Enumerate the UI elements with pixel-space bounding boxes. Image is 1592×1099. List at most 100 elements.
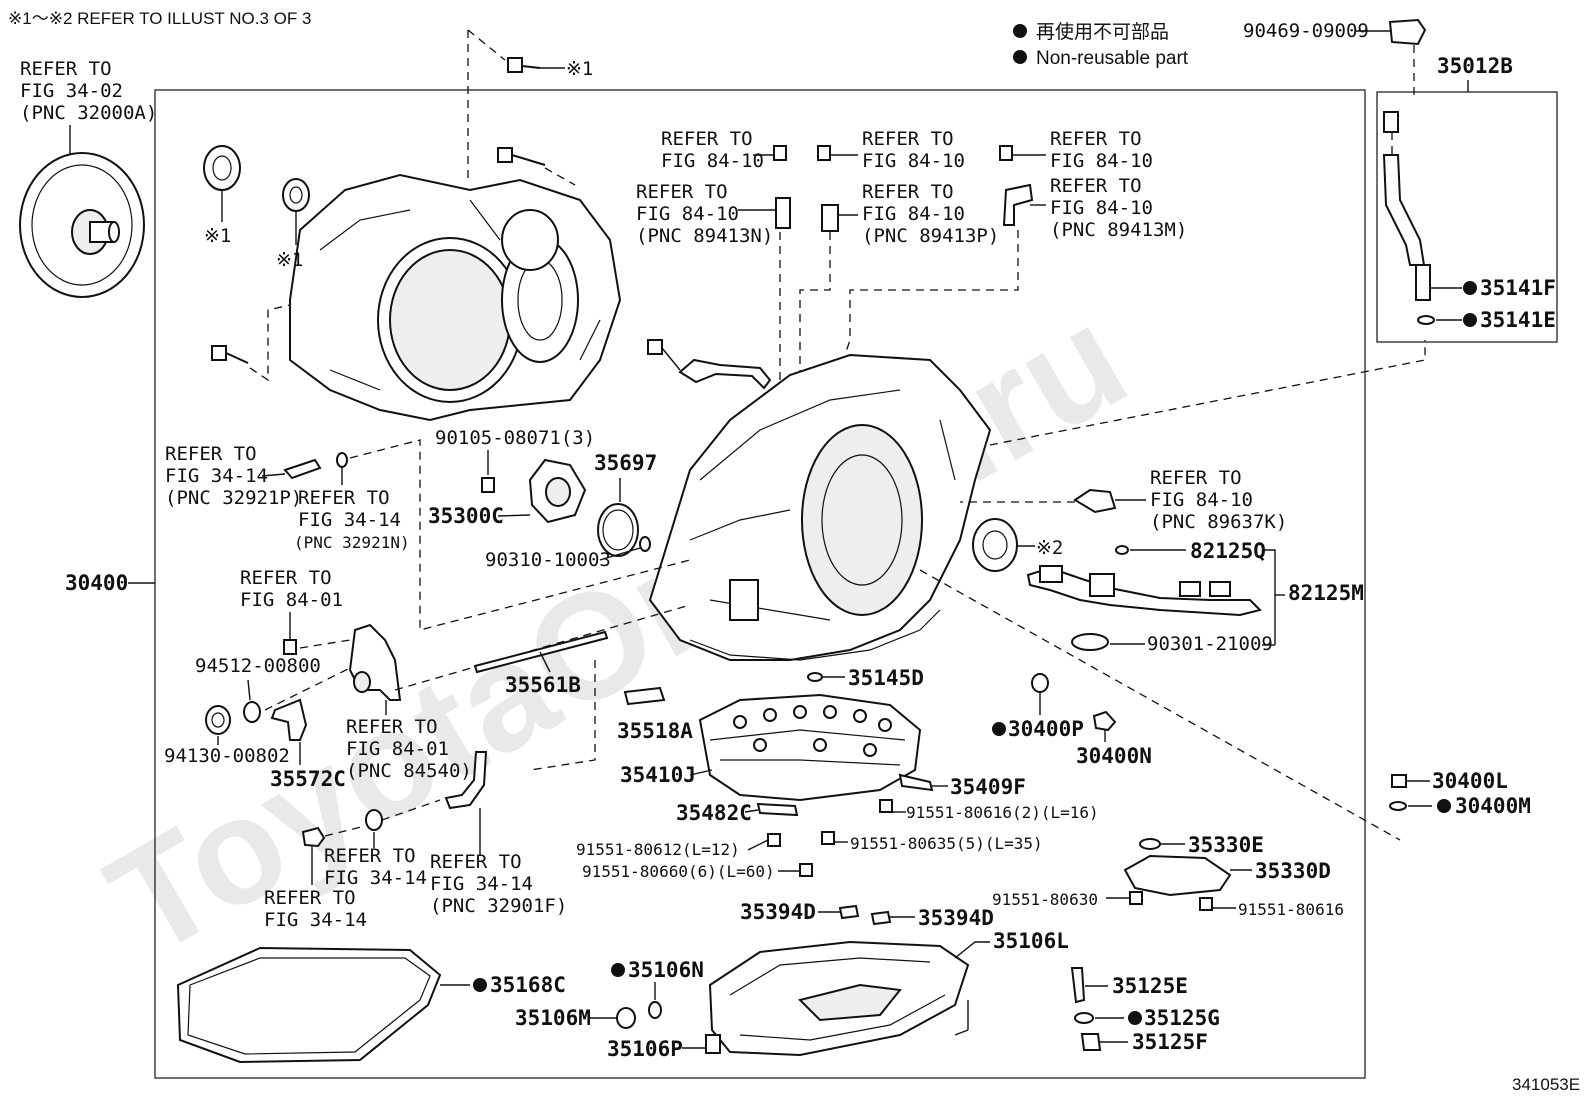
mark1-a: ※1	[204, 225, 231, 247]
svg-text:REFER TO: REFER TO	[346, 716, 438, 738]
svg-text:30400L: 30400L	[1432, 769, 1508, 793]
svg-text:91551-80616(2)(L=16): 91551-80616(2)(L=16)	[906, 803, 1099, 822]
non-reusable-dot-icon	[1013, 50, 1027, 64]
label-94130: 94130-00802	[164, 745, 290, 767]
svg-text:35106M: 35106M	[515, 1006, 591, 1030]
svg-text:REFER TO: REFER TO	[264, 887, 356, 909]
svg-text:REFER TO: REFER TO	[1050, 175, 1142, 197]
ref-3414a: REFER TO FIG 34-14	[324, 845, 427, 889]
svg-text:FIG 34-14: FIG 34-14	[430, 873, 533, 895]
svg-text:94512-00800: 94512-00800	[195, 655, 321, 677]
svg-text:30400M: 30400M	[1455, 794, 1531, 818]
converter-housing	[289, 173, 622, 422]
gasket-35141E	[1417, 315, 1435, 325]
label-30400P: 30400P	[1008, 717, 1084, 741]
svg-text:35125F: 35125F	[1132, 1030, 1208, 1054]
svg-text:35394D: 35394D	[918, 906, 994, 930]
svg-text:90469-09009: 90469-09009	[1243, 20, 1369, 42]
svg-text:REFER TO: REFER TO	[862, 181, 954, 203]
header-note: ※1～※2 REFER TO ILLUST NO.3 OF 3	[8, 9, 311, 28]
label-35482C: 35482C	[676, 801, 752, 825]
svg-text:FIG 84-01: FIG 84-01	[240, 589, 343, 611]
svg-text:(PNC 32901F): (PNC 32901F)	[430, 895, 567, 917]
svg-text:FIG 34-14: FIG 34-14	[324, 867, 427, 889]
svg-text:90310-10003: 90310-10003	[485, 549, 611, 571]
label-35300C: 35300C	[428, 504, 504, 528]
ref-8401a: REFER TO FIG 84-01	[240, 567, 343, 611]
label-35145D: 35145D	[848, 666, 924, 690]
label-91551-80612: 91551-80612(L=12)	[576, 840, 740, 859]
svg-text:(PNC 89413M): (PNC 89413M)	[1050, 219, 1187, 241]
svg-text:REFER TO: REFER TO	[324, 845, 416, 867]
label-35409F: 35409F	[950, 775, 1026, 799]
svg-text:35141F: 35141F	[1480, 276, 1556, 300]
label-35394D-a: 35394D	[740, 900, 816, 924]
mark1-top: ※1	[566, 58, 593, 80]
svg-text:91551-80616: 91551-80616	[1238, 900, 1344, 919]
ref-89637K: REFER TO FIG 84-10 (PNC 89637K)	[1150, 467, 1287, 533]
svg-text:82125M: 82125M	[1288, 581, 1364, 605]
svg-text:REFER TO: REFER TO	[165, 443, 257, 465]
svg-text:82125Q: 82125Q	[1190, 539, 1266, 563]
svg-text:FIG 34-02: FIG 34-02	[20, 80, 123, 102]
svg-text:REFER TO: REFER TO	[1150, 467, 1242, 489]
svg-text:REFER TO: REFER TO	[298, 487, 390, 509]
hose-35012B	[1382, 111, 1431, 301]
label-35697: 35697	[594, 451, 657, 475]
label-35141F: 35141F	[1480, 276, 1556, 300]
svg-text:91551-80612(L=12): 91551-80612(L=12)	[576, 840, 740, 859]
label-90469: 90469-09009	[1243, 20, 1369, 42]
label-35572C: 35572C	[270, 767, 346, 791]
svg-text:30400P: 30400P	[1008, 717, 1084, 741]
gasket-35168C	[176, 946, 442, 1064]
oil-seal-2	[972, 518, 1018, 572]
svg-text:35300C: 35300C	[428, 504, 504, 528]
valve-body-35410J	[698, 693, 922, 802]
svg-text:35125G: 35125G	[1144, 1006, 1220, 1030]
plug-30400N	[1092, 710, 1117, 732]
label-30400N: 30400N	[1076, 744, 1152, 768]
label-35125F: 35125F	[1132, 1030, 1208, 1054]
svg-text:35125E: 35125E	[1112, 974, 1188, 998]
bolt-90105	[481, 477, 495, 493]
transaxle-case	[648, 353, 992, 661]
strainer-35518A	[623, 686, 666, 706]
svg-text:91551-80635(5)(L=35): 91551-80635(5)(L=35)	[850, 834, 1043, 853]
o-ring-35697	[597, 503, 639, 557]
svg-text:REFER TO: REFER TO	[636, 181, 728, 203]
ref-3414b: REFER TO FIG 34-14	[264, 887, 367, 931]
svg-text:35106L: 35106L	[993, 929, 1069, 953]
svg-text:35141E: 35141E	[1480, 308, 1556, 332]
non-reusable-dot-icon	[1013, 24, 1027, 38]
svg-text:(PNC 32000A): (PNC 32000A)	[20, 102, 157, 124]
label-35125G: 35125G	[1144, 1006, 1220, 1030]
ref-32921N: REFER TO FIG 34-14 (PNC 32921N)	[294, 487, 410, 552]
label-35518A: 35518A	[617, 719, 693, 743]
shaft-35561B	[473, 630, 609, 674]
wire-harness-82125M	[1026, 565, 1262, 617]
svg-text:(PNC 89413P): (PNC 89413P)	[862, 225, 999, 247]
o-ring-35330E	[1139, 838, 1161, 850]
svg-text:35572C: 35572C	[270, 767, 346, 791]
svg-text:35409F: 35409F	[950, 775, 1026, 799]
ref-84540: REFER TO FIG 84-01 (PNC 84540)	[346, 716, 472, 782]
svg-text:(PNC 89637K): (PNC 89637K)	[1150, 511, 1287, 533]
svg-text:FIG 84-10: FIG 84-10	[661, 150, 764, 172]
svg-text:35482C: 35482C	[676, 801, 752, 825]
label-35106M: 35106M	[515, 1006, 591, 1030]
housing-bolt-top	[497, 147, 546, 166]
label-91551-80616: 91551-80616	[1238, 900, 1344, 919]
label-35106P: 35106P	[607, 1037, 683, 1061]
ref-32901F: REFER TO FIG 34-14 (PNC 32901F)	[430, 851, 567, 917]
svg-text:91551-80630: 91551-80630	[992, 890, 1098, 909]
svg-text:35330D: 35330D	[1255, 859, 1331, 883]
label-30400M: 30400M	[1455, 794, 1531, 818]
neutral-switch-84540	[348, 623, 402, 701]
tube-35125E	[1070, 967, 1086, 1004]
label-91551-80630: 91551-80630	[992, 890, 1098, 909]
magnet-35394D-b	[870, 910, 892, 926]
mark2: ※2	[1036, 537, 1063, 559]
torque-converter-ref: REFER TO FIG 34-02 (PNC 32000A)	[20, 58, 157, 124]
plate-35482C	[756, 802, 799, 817]
